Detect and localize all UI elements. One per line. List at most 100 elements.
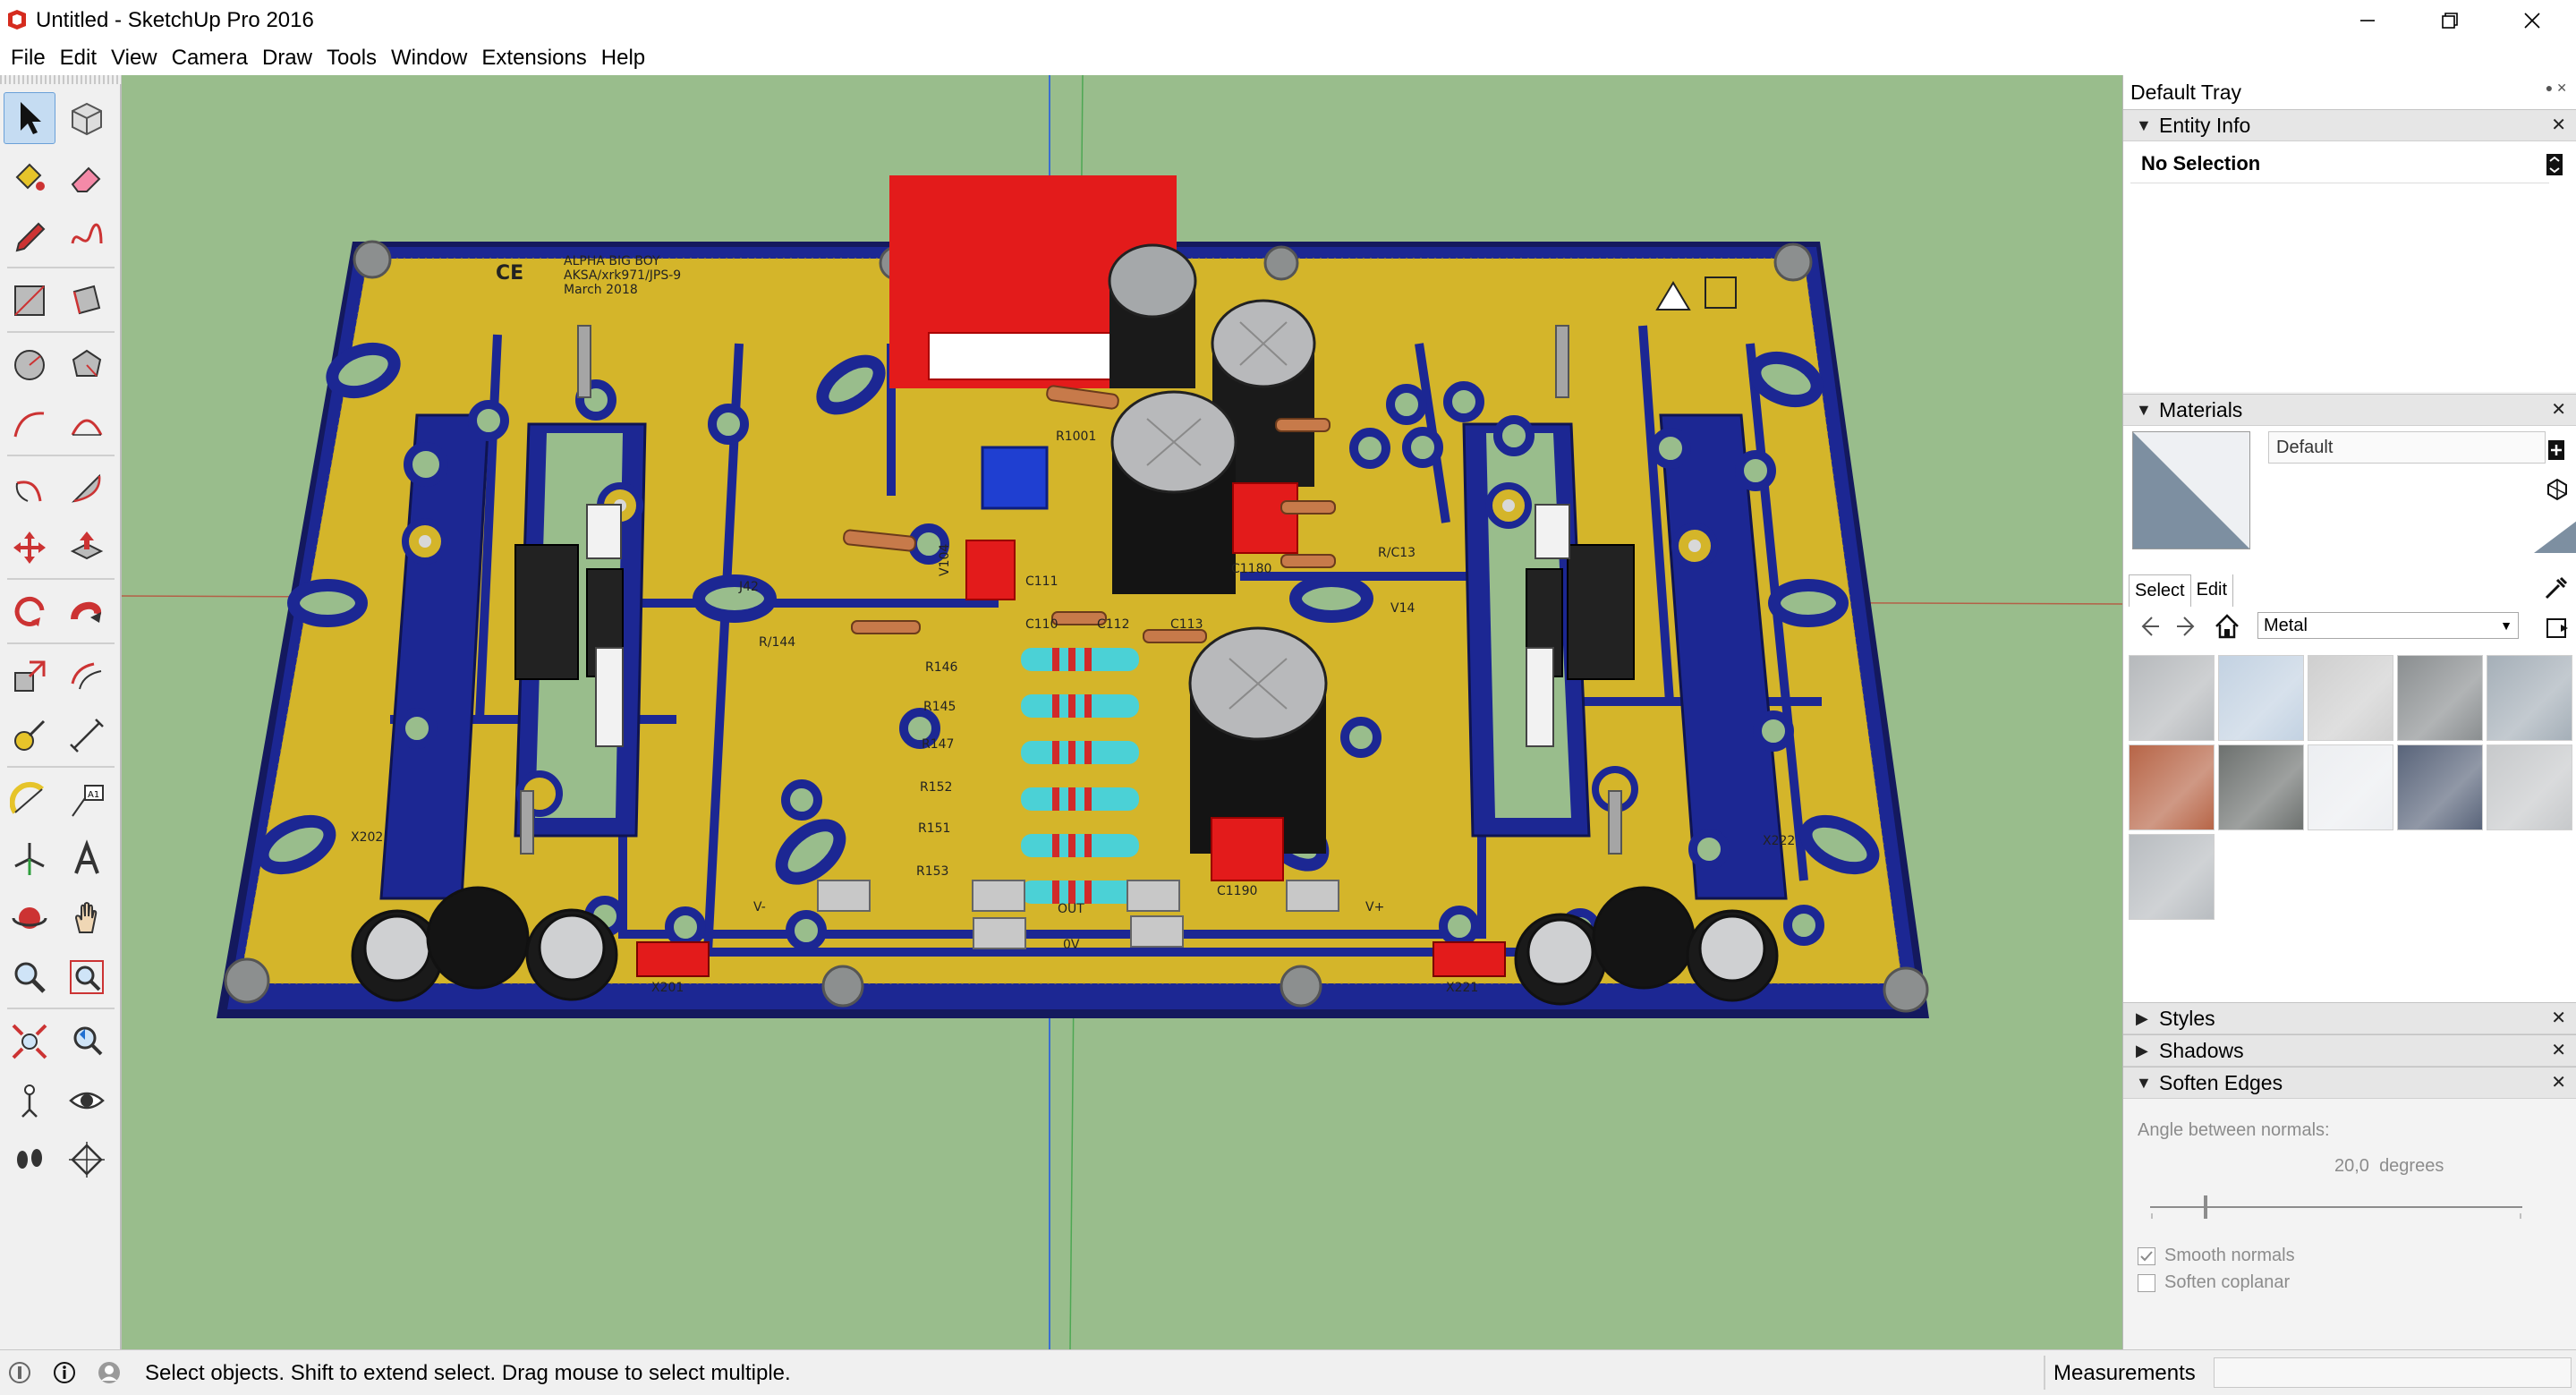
measurements-label: Measurements (2053, 1361, 2196, 1385)
metal-chrome-swatch[interactable] (2308, 655, 2393, 741)
tray-pin-icon[interactable]: ● (2545, 81, 2557, 95)
metal-aluminum-swatch[interactable] (2129, 655, 2215, 741)
zoom-window-tool-button[interactable] (61, 951, 113, 1003)
measurements-input[interactable] (2214, 1357, 2572, 1388)
close-panel-icon[interactable]: ✕ (2551, 1008, 2566, 1028)
move-tool-button[interactable] (4, 522, 55, 574)
menu-tools[interactable]: Tools (327, 46, 378, 70)
tray-controls[interactable]: ●✕ (2546, 81, 2571, 96)
sample-paint-icon[interactable] (2545, 476, 2570, 501)
metal-navy-mesh-swatch[interactable] (2397, 744, 2483, 830)
walk-tool-button[interactable] (4, 1134, 55, 1186)
details-menu-icon[interactable] (2545, 616, 2572, 641)
menu-draw[interactable]: Draw (261, 46, 312, 70)
metal-steel-blue-swatch[interactable] (2487, 655, 2572, 741)
tape-measure-tool-button[interactable] (4, 710, 55, 761)
arc-tool-button[interactable] (4, 398, 55, 450)
metal-tread-plate-swatch[interactable] (2487, 744, 2572, 830)
axes-tool-button[interactable] (4, 833, 55, 885)
section-plane-tool-button[interactable] (61, 1134, 113, 1186)
metal-silver-swatch[interactable] (2129, 834, 2215, 920)
eraser-tool-button[interactable] (61, 151, 113, 203)
zoom-tool-button[interactable] (4, 951, 55, 1003)
toolbar-grip[interactable] (0, 75, 122, 84)
home-icon[interactable] (2213, 612, 2241, 641)
pan-tool-button[interactable] (61, 892, 113, 944)
materials-panel-header[interactable]: ▼ Materials ✕ (2123, 394, 2576, 426)
circle-tool-button[interactable] (4, 339, 55, 391)
metal-diamond-plate-swatch[interactable] (2397, 655, 2483, 741)
look-around-tool-button[interactable] (61, 1075, 113, 1127)
minimize-button[interactable] (2326, 0, 2409, 41)
3d-text-tool-button[interactable] (61, 833, 113, 885)
two-point-arc-tool-button[interactable] (61, 398, 113, 450)
entity-info-panel-header[interactable]: ▼ Entity Info ✕ (2123, 109, 2576, 141)
metal-dark-steel-swatch[interactable] (2218, 744, 2304, 830)
restore-button[interactable] (2409, 0, 2491, 41)
forward-arrow-icon[interactable] (2173, 612, 2202, 641)
eyedropper-icon[interactable] (2539, 573, 2572, 605)
menu-window[interactable]: Window (391, 46, 468, 70)
angle-slider[interactable] (2150, 1194, 2522, 1221)
material-library-dropdown[interactable]: Metal ▼ (2257, 612, 2519, 639)
text-label-tool-button[interactable]: A1 (61, 774, 113, 826)
three-point-arc-tool-button[interactable] (4, 463, 55, 515)
menu-file[interactable]: File (11, 46, 46, 70)
follow-me-tool-button[interactable] (61, 586, 113, 638)
offset-tool-button[interactable] (61, 651, 113, 702)
make-component-tool-button[interactable] (61, 92, 113, 144)
chevron-down-icon: ▼ (2500, 618, 2512, 633)
menu-view[interactable]: View (111, 46, 157, 70)
position-camera-tool-button[interactable] (4, 1075, 55, 1127)
orbit-tool-button[interactable] (4, 892, 55, 944)
metal-brushed-blue-swatch[interactable] (2218, 655, 2304, 741)
user-account-icon[interactable] (97, 1360, 122, 1385)
rectangle-tool-button[interactable] (4, 275, 55, 327)
create-material-icon[interactable] (2545, 437, 2570, 462)
menu-edit[interactable]: Edit (59, 46, 98, 70)
material-library-value: Metal (2264, 616, 2308, 635)
drawing-viewport[interactable]: ALPHA BIG BOY AKSA/xrk971/JPS-9 March 20… (122, 75, 2122, 1349)
tab-select[interactable]: Select (2129, 574, 2191, 607)
rotate-tool-button[interactable] (4, 586, 55, 638)
previous-view-tool-button[interactable] (61, 1016, 113, 1068)
tab-edit[interactable]: Edit (2191, 574, 2234, 607)
pcb-ref-rc13: R/C13 (1378, 546, 1416, 560)
close-panel-icon[interactable]: ✕ (2551, 115, 2566, 135)
material-name-field[interactable]: Default (2268, 431, 2546, 464)
pencil-line-tool-button[interactable] (4, 210, 55, 262)
paint-bucket-tool-button[interactable] (4, 151, 55, 203)
freehand-tool-button[interactable] (61, 210, 113, 262)
close-panel-icon[interactable]: ✕ (2551, 400, 2566, 420)
credits-info-icon[interactable] (52, 1360, 77, 1385)
metal-rust-swatch[interactable] (2129, 744, 2215, 830)
pie-tool-button[interactable] (61, 463, 113, 515)
protractor-tool-button[interactable] (4, 774, 55, 826)
zoom-extents-tool-button[interactable] (4, 1016, 55, 1068)
menu-help[interactable]: Help (600, 46, 646, 70)
toggle-details-icon[interactable] (2545, 152, 2564, 177)
pcb-title-line-1: ALPHA BIG BOY (564, 254, 660, 268)
smooth-normals-checkbox[interactable] (2138, 1247, 2155, 1265)
polygon-tool-button[interactable] (61, 339, 113, 391)
select-arrow-tool-button[interactable] (4, 92, 55, 144)
scale-tool-button[interactable] (4, 651, 55, 702)
metal-polished-swatch[interactable] (2308, 744, 2393, 830)
back-arrow-icon[interactable] (2134, 612, 2163, 641)
display-secondary-material-icon[interactable] (2534, 521, 2576, 553)
shadows-panel-header[interactable]: ▶ Shadows ✕ (2123, 1034, 2576, 1067)
soften-edges-panel-header[interactable]: ▼ Soften Edges ✕ (2123, 1067, 2576, 1099)
menu-camera[interactable]: Camera (171, 46, 248, 70)
push-pull-tool-button[interactable] (61, 522, 113, 574)
styles-panel-header[interactable]: ▶ Styles ✕ (2123, 1002, 2576, 1034)
menu-extensions[interactable]: Extensions (481, 46, 587, 70)
close-panel-icon[interactable]: ✕ (2551, 1041, 2566, 1060)
close-window-button[interactable] (2491, 0, 2573, 41)
close-panel-icon[interactable]: ✕ (2551, 1073, 2566, 1093)
soften-coplanar-checkbox[interactable] (2138, 1274, 2155, 1292)
dimension-tool-button[interactable] (61, 710, 113, 761)
geo-location-icon[interactable] (7, 1360, 32, 1385)
axes-icon (14, 843, 45, 875)
tray-close-icon[interactable]: ✕ (2556, 81, 2571, 95)
rotated-rectangle-tool-button[interactable] (61, 275, 113, 327)
